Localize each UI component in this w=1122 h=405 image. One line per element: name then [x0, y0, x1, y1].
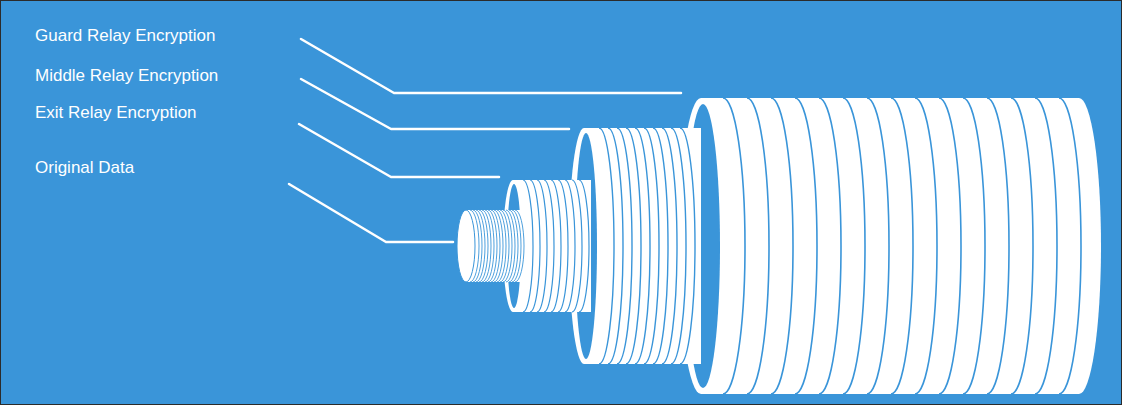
- cylinder-stripe: [491, 210, 500, 282]
- cylinder-stripe: [843, 98, 865, 394]
- cylinder-stripe: [795, 98, 817, 394]
- cylinder-stripe: [1035, 98, 1057, 394]
- cylinder-stripe: [572, 180, 582, 312]
- cylinder-stripe: [497, 210, 506, 282]
- leader-line: [289, 184, 453, 242]
- cylinder-stripe: [485, 210, 494, 282]
- cylinder-stripe: [503, 210, 512, 282]
- leader-line: [299, 124, 499, 177]
- cylinder-stripe: [680, 128, 695, 364]
- cylinder-stripe: [599, 128, 614, 364]
- cylinder-stripe: [635, 128, 650, 364]
- cylinder-stripe: [644, 128, 659, 364]
- cylinder-stripe: [939, 98, 961, 394]
- layer-label: Guard Relay Encryption: [35, 26, 215, 46]
- cylinder-stripe: [476, 210, 485, 282]
- cylinder-stripe: [579, 180, 589, 312]
- cylinder-stripe: [500, 210, 509, 282]
- cylinder-stripe: [506, 210, 515, 282]
- cylinder-stripe: [551, 180, 561, 312]
- cylinder-stripe: [494, 210, 503, 282]
- cylinder-stripe: [671, 128, 686, 364]
- middle-cylinder: [569, 128, 701, 364]
- layer-label: Middle Relay Encryption: [35, 66, 218, 86]
- cylinder-stripe: [512, 210, 521, 282]
- cylinder-stripe: [915, 98, 937, 394]
- cylinder-stripe: [479, 210, 488, 282]
- cylinder-end: [1057, 98, 1101, 394]
- cylinder-stripe: [1011, 98, 1033, 394]
- guard-cylinder: [679, 98, 1101, 394]
- cylinder-stripe: [488, 210, 497, 282]
- cylinder-stripe: [1059, 98, 1081, 394]
- data-core: [457, 210, 524, 282]
- layer-label: Original Data: [35, 158, 134, 178]
- cylinder-stripes: [599, 128, 695, 364]
- cylinder-stripe: [558, 180, 568, 312]
- cylinder-stripe: [963, 98, 985, 394]
- cylinder-face: [457, 210, 475, 282]
- cylinder-stripe: [653, 128, 668, 364]
- layer-label: Exit Relay Encryption: [35, 103, 197, 123]
- cylinder-stripe: [509, 210, 518, 282]
- cylinder-stripe: [747, 98, 769, 394]
- cylinder-stripe: [617, 128, 632, 364]
- cylinder-stripe: [891, 98, 913, 394]
- cylinder-stripe: [987, 98, 1009, 394]
- cylinder-body: [513, 180, 591, 312]
- cylinder-body: [584, 128, 701, 364]
- cylinder-body: [701, 98, 1079, 394]
- cylinder-stripe: [771, 98, 793, 394]
- cylinder-stripe: [723, 98, 745, 394]
- cylinder-stripes: [523, 180, 589, 312]
- cylinder-stripe: [482, 210, 491, 282]
- cylinder-stripe: [537, 180, 547, 312]
- cylinder-stripes: [723, 98, 1081, 394]
- cylinder-stripe: [626, 128, 641, 364]
- cylinder-stripe: [819, 98, 841, 394]
- cylinder-stripe: [523, 180, 533, 312]
- cylinder-stripe: [867, 98, 889, 394]
- cylinder-stripe: [565, 180, 575, 312]
- cylinder-stripe: [608, 128, 623, 364]
- cylinder-stripe: [544, 180, 554, 312]
- cylinder-stripe: [530, 180, 540, 312]
- cylinder-stripe: [662, 128, 677, 364]
- leader-line: [301, 39, 681, 93]
- cylinder-stripes: [470, 210, 524, 282]
- cylinder-stripe: [515, 210, 524, 282]
- leader-line: [301, 79, 569, 129]
